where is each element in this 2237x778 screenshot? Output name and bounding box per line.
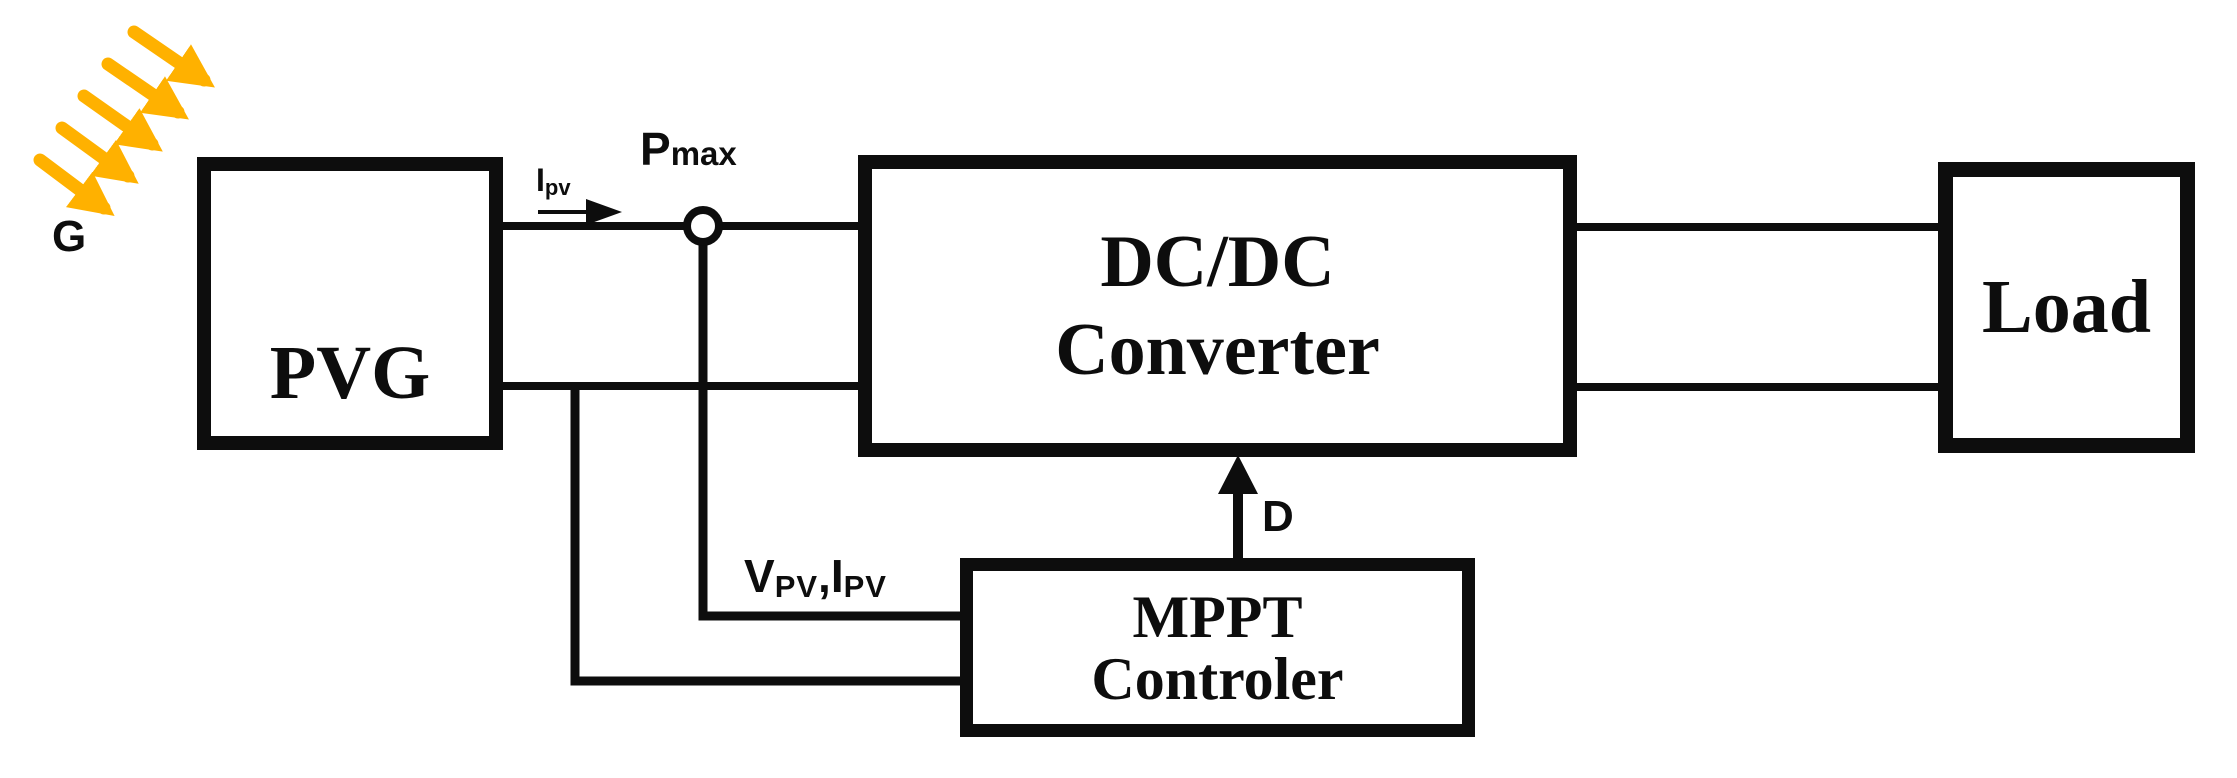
mppt-label-line2: Controler: [1091, 645, 1344, 712]
pvg-label: PVG: [269, 330, 431, 415]
dcdc-label-line1: DC/DC: [1100, 221, 1335, 303]
mppt-controller-block: MPPT Controler: [960, 558, 1475, 737]
d-arrow-icon: [1218, 455, 1258, 560]
sun-ray-icon: [101, 57, 189, 120]
pmax-node: [683, 206, 723, 246]
power-wires: [497, 222, 1942, 391]
pmax-label: Pmax: [640, 123, 737, 175]
wire-pmax-to-mppt: [698, 240, 962, 621]
irradiance-g-label: G: [52, 212, 87, 261]
ipv-arrow-icon: [538, 199, 622, 225]
sun-ray-icon: [127, 25, 215, 88]
pvg-block: PVG: [197, 157, 503, 450]
dcdc-label-line2: Converter: [1055, 309, 1380, 391]
vpv-ipv-sense-label: VPV,IPV: [744, 550, 887, 604]
sun-irradiance-icon: [33, 25, 215, 216]
sense-wires: [570, 240, 962, 686]
mppt-label-line1: MPPT: [1132, 583, 1303, 650]
load-label: Load: [1982, 265, 2151, 350]
wire-bottom-to-mppt: [570, 383, 962, 686]
ipv-current-label: Ipv: [536, 162, 571, 200]
load-block: Load: [1938, 162, 2195, 453]
sun-ray-icon: [77, 89, 163, 152]
sun-ray-icon: [33, 153, 115, 216]
duty-cycle-d-label: D: [1262, 492, 1294, 541]
sun-ray-icon: [55, 121, 139, 184]
dcdc-converter-block: DC/DC Converter: [858, 155, 1577, 457]
